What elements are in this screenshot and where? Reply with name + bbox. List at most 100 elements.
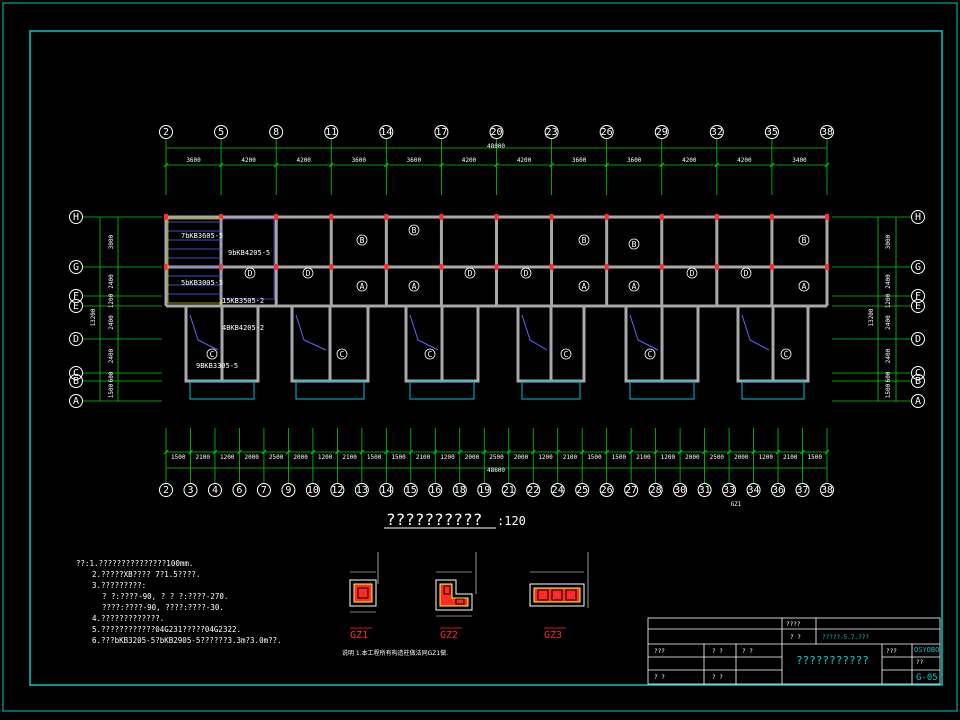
top-axis-8-label: 8 bbox=[273, 127, 279, 138]
left-axis-C-label: C bbox=[73, 368, 79, 379]
left-axis-B-label: B bbox=[73, 376, 79, 387]
room-d-label: D bbox=[690, 269, 695, 278]
bottom-axis-10-bubble bbox=[305, 483, 320, 497]
bottom-dim-tick bbox=[604, 449, 610, 455]
room-a-circle bbox=[356, 280, 368, 292]
room-d-label: D bbox=[468, 269, 473, 278]
room-a-label: A bbox=[582, 282, 587, 291]
bottom-axis-27-label: 27 bbox=[625, 485, 637, 496]
room-c-circle bbox=[644, 348, 656, 360]
room-d-circle bbox=[740, 267, 752, 279]
right-axis-D-bubble bbox=[911, 332, 925, 346]
slab-label-3: 5bKB3005-5 bbox=[181, 279, 223, 287]
floor-plan-walls bbox=[164, 214, 829, 400]
note-line-3: 3.?????????: bbox=[92, 581, 146, 590]
bottom-dim-tick bbox=[751, 449, 756, 455]
wall-opening-marker bbox=[714, 264, 719, 270]
bottom-dim-tick bbox=[530, 449, 536, 455]
left-dim-text: 1200 bbox=[108, 293, 115, 308]
top-dim-text: 4200 bbox=[296, 157, 311, 164]
bottom-dim-tick bbox=[555, 449, 561, 455]
top-axis-2-label: 2 bbox=[163, 127, 169, 138]
bottom-axis-27-bubble bbox=[624, 483, 639, 497]
right-dim-text: 2400 bbox=[885, 315, 892, 330]
room-b-circle bbox=[798, 234, 810, 246]
room-b-label: B bbox=[802, 236, 807, 245]
top-dim-text: 3600 bbox=[186, 157, 201, 164]
room-a-circle bbox=[578, 280, 590, 292]
note-line-6: 4.?????????????. bbox=[92, 614, 164, 623]
room-c-circle bbox=[560, 348, 572, 360]
top-dim-tick bbox=[714, 162, 720, 168]
slab-label-4: 15KB3505-2 bbox=[222, 297, 264, 305]
bottom-dim-tick bbox=[359, 449, 365, 455]
bottom-axis-26-bubble bbox=[599, 483, 614, 497]
bottom-axis-28-label: 28 bbox=[650, 485, 662, 496]
top-axis-38-label: 38 bbox=[821, 127, 833, 138]
top-dim-tick bbox=[163, 162, 169, 168]
top-axis-5-label: 5 bbox=[218, 127, 224, 138]
bottom-dim-text: 1200 bbox=[538, 454, 553, 461]
room-b-circle bbox=[408, 224, 420, 236]
left-axis-H-bubble bbox=[69, 210, 83, 224]
slab-labels: 7bKB3605-5 9bKB4205-5 5bKB3005-5 15KB350… bbox=[181, 232, 270, 370]
bottom-dim-tick bbox=[188, 449, 193, 455]
right-axis-F-bubble bbox=[911, 289, 925, 303]
room-c-label: C bbox=[648, 350, 653, 359]
room-b-label: B bbox=[412, 226, 417, 235]
room-d-circle bbox=[520, 267, 532, 279]
bottom-dim-tick bbox=[506, 449, 512, 455]
column-detail-gz3: GZ3 bbox=[529, 552, 589, 641]
bottom-dim-text: 2000 bbox=[244, 454, 259, 461]
bottom-axis-26-label: 26 bbox=[601, 485, 613, 496]
room-c-circle bbox=[424, 348, 436, 360]
wall-opening-marker bbox=[604, 264, 609, 270]
top-axis-5-bubble bbox=[214, 125, 229, 139]
bottom-axis-34-label: 34 bbox=[748, 485, 760, 496]
room-a-circle bbox=[798, 280, 810, 292]
top-dim-text: 4200 bbox=[737, 157, 752, 164]
left-dim-text: 600 bbox=[108, 371, 115, 382]
right-axis-C-bubble bbox=[911, 366, 925, 380]
top-axis-23-label: 23 bbox=[546, 127, 558, 138]
wall-opening-marker bbox=[714, 214, 719, 220]
overall-width-bottom: 48600 bbox=[487, 467, 505, 474]
note-line-8: 6.???bKB3205-5?bKB2905-5??????3.3m?3.0m?… bbox=[92, 636, 282, 645]
balcony-outline bbox=[409, 380, 475, 400]
bottom-axis-7-bubble bbox=[256, 483, 271, 497]
bottom-dim-text: 2100 bbox=[342, 454, 357, 461]
room-b-circle bbox=[578, 234, 590, 246]
slab-outline-2 bbox=[221, 218, 275, 300]
balcony-outline bbox=[295, 380, 365, 400]
bottom-axis-15-bubble bbox=[403, 483, 418, 497]
top-dim-text: 3600 bbox=[407, 157, 422, 164]
bottom-dim-tick bbox=[408, 449, 414, 455]
bottom-axis-19-label: 19 bbox=[478, 485, 490, 496]
column-detail-gz1: GZ1 bbox=[349, 552, 379, 641]
bottom-axis-37-label: 37 bbox=[796, 485, 808, 496]
room-a-circle bbox=[408, 280, 420, 292]
wall-opening-marker bbox=[825, 264, 829, 270]
top-dim-tick bbox=[328, 162, 334, 168]
bottom-dim-text: 1500 bbox=[612, 454, 627, 461]
bottom-axis-24-bubble bbox=[550, 483, 565, 497]
bottom-dim-tick bbox=[726, 449, 732, 455]
bottom-dim-tick bbox=[628, 449, 634, 455]
bottom-dim-text: 1500 bbox=[587, 454, 602, 461]
bottom-axis-2-label: 2 bbox=[163, 485, 169, 496]
right-dim-text: 3000 bbox=[885, 234, 892, 249]
top-axis-17-bubble bbox=[434, 125, 449, 139]
bottom-axis-31-label: 31 bbox=[699, 485, 711, 496]
bottom-axis-7-label: 7 bbox=[261, 485, 267, 496]
right-axis-H-label: H bbox=[915, 212, 921, 223]
bottom-dim-tick bbox=[383, 449, 389, 455]
room-a-label: A bbox=[412, 282, 417, 291]
bottom-axis-33-bubble bbox=[722, 483, 737, 497]
room-c-circle bbox=[206, 348, 218, 360]
top-axis-35-label: 35 bbox=[766, 127, 778, 138]
room-d-label: D bbox=[744, 269, 749, 278]
bottom-dim-text: 1500 bbox=[391, 454, 406, 461]
note-line-7: 5.????????????04G231?????04G2322. bbox=[92, 625, 241, 634]
left-dim-text: 2400 bbox=[108, 315, 115, 330]
